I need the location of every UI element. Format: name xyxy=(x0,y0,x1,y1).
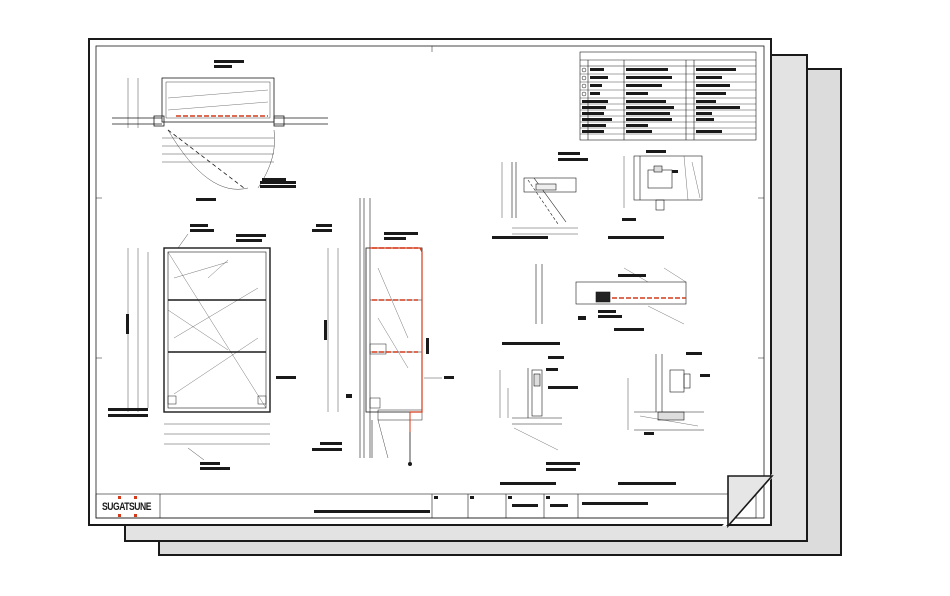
plan-view-labels xyxy=(196,60,296,201)
detail-hinge-1-labels xyxy=(492,152,588,239)
technical-drawing xyxy=(95,45,765,519)
brand-logo: SUGATSUNE xyxy=(100,494,160,520)
brand-dots xyxy=(118,496,137,517)
plan-view-top xyxy=(112,77,328,190)
detail-bottom-1 xyxy=(499,368,562,451)
detail-rail xyxy=(535,264,687,325)
parts-list-text-marks xyxy=(581,67,740,133)
detail-bottom-2 xyxy=(627,354,704,431)
detail-hinge-2-labels xyxy=(608,150,678,239)
detail-hinge-1 xyxy=(501,162,578,235)
front-elevation xyxy=(127,233,271,461)
side-section-highlight xyxy=(370,247,423,466)
side-section-labels xyxy=(312,224,454,451)
detail-bottom-1-labels xyxy=(500,356,580,485)
front-elevation-labels xyxy=(108,224,296,470)
brand-name: SUGATSUNE xyxy=(102,501,152,513)
title-block-text-marks xyxy=(314,496,648,513)
border-ticks xyxy=(96,46,764,359)
detail-rail-labels xyxy=(502,274,646,345)
parts-list-table xyxy=(579,51,757,141)
title-block xyxy=(95,493,757,519)
detail-bottom-2-labels xyxy=(618,352,710,485)
detail-hinge-2 xyxy=(623,155,703,211)
page-fold-corner xyxy=(722,474,774,529)
